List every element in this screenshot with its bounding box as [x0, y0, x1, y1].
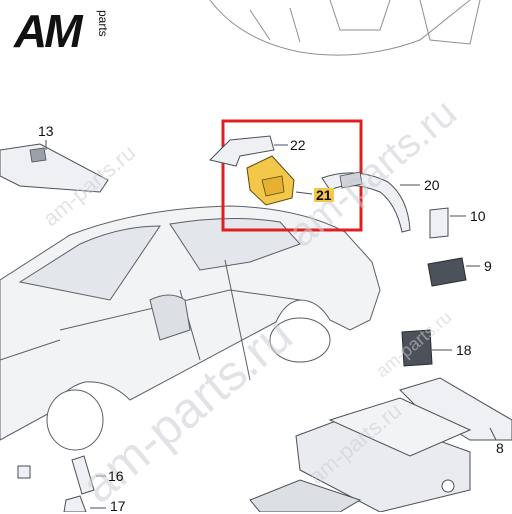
part-21-highlighted [246, 155, 313, 206]
part-18-block [401, 329, 452, 367]
callout-20: 20 [424, 177, 440, 193]
callout-16: 16 [108, 468, 124, 484]
callout-8: 8 [496, 440, 504, 456]
part-13-panel [0, 140, 109, 193]
part-22-panel [209, 135, 288, 167]
callout-18: 18 [456, 342, 472, 358]
logo-parts: parts [96, 10, 110, 37]
part-10-cover [429, 207, 466, 239]
floor-panels [249, 397, 472, 512]
part-20-arch-liner [321, 171, 420, 233]
callout-17: 17 [110, 498, 126, 514]
logo-am: AM [14, 5, 83, 57]
small-clip [17, 465, 31, 479]
callout-22: 22 [290, 137, 306, 153]
callout-21: 21 [314, 187, 334, 203]
callout-13: 13 [38, 123, 54, 139]
callout-9: 9 [484, 258, 492, 274]
engine-bay-sketch [209, 0, 481, 56]
car-body [0, 205, 381, 451]
part-16-bracket [71, 455, 106, 495]
part-17-clip [63, 495, 106, 512]
callout-10: 10 [470, 208, 486, 224]
part-9-cover [427, 257, 480, 287]
